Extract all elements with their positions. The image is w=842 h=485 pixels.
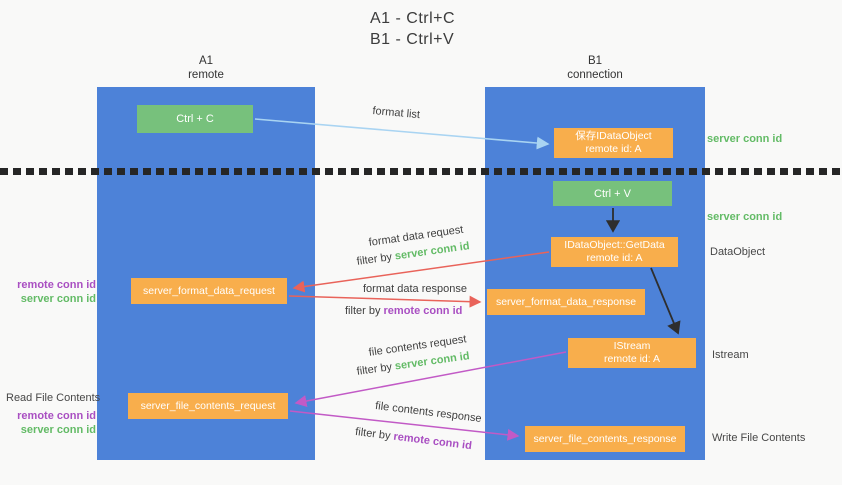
right-column-header: B1 connection	[485, 54, 705, 82]
server-conn-id-label-mid: server conn id	[707, 211, 783, 223]
remote-conn-id-label-1: remote conn id	[17, 279, 96, 291]
read-file-contents-label: Read File Contents	[6, 392, 101, 404]
arrow-format-data-response	[288, 295, 482, 308]
server-conn-id-label-2: server conn id	[20, 423, 96, 436]
diagram-title: A1 - Ctrl+C B1 - Ctrl+V	[370, 8, 455, 50]
save-dataobject-node: 保存IDataObject remote id: A	[554, 128, 673, 158]
filter-by-remote-conn-id-label-1: filter by remote conn id	[345, 305, 462, 317]
ctrl-v-label: Ctrl + V	[594, 187, 631, 200]
server-format-data-response-label: server_format_data_response	[495, 295, 637, 308]
arrow-format-list	[254, 118, 550, 150]
server-conn-id-label-1: server conn id	[20, 292, 96, 305]
left-conn-id-stack-2: remote conn id server conn id	[8, 410, 96, 437]
write-file-contents-label: Write File Contents	[712, 432, 806, 444]
remote-conn-id-label-2: remote conn id	[17, 410, 96, 422]
server-file-contents-response-label: server_file_contents_response	[533, 432, 677, 445]
server-format-data-response-node: server_format_data_response	[487, 289, 645, 315]
save-dataobject-line1: 保存IDataObject	[575, 130, 652, 142]
server-conn-id-label-top: server conn id	[707, 133, 783, 145]
format-data-response-label: format data response	[363, 283, 467, 295]
ctrl-c-label: Ctrl + C	[176, 113, 214, 125]
server-file-contents-request-node: server_file_contents_request	[128, 393, 288, 419]
left-column-header: A1 remote	[97, 54, 315, 82]
istream-node: IStream remote id: A	[568, 338, 696, 368]
getdata-line1: IDataObject::GetData	[564, 239, 665, 251]
title-line-1: A1 - Ctrl+C	[370, 10, 456, 27]
filter-value-2: remote conn id	[383, 305, 463, 317]
server-format-data-request-node: server_format_data_request	[131, 278, 287, 304]
server-file-contents-request-label: server_file_contents_request	[140, 399, 276, 412]
arrow-format-data-request	[292, 251, 550, 293]
arrow-getdata-to-istream	[650, 267, 681, 335]
phase-separator-dotted-line	[0, 168, 842, 175]
getdata-line2: remote id: A	[586, 252, 643, 264]
server-format-data-request-label: server_format_data_request	[143, 284, 275, 297]
filter-by-text-2: filter by	[345, 305, 384, 317]
ctrl-v-node: Ctrl + V	[553, 181, 672, 206]
server-file-contents-response-node: server_file_contents_response	[525, 426, 685, 452]
ctrl-c-node: Ctrl + C	[137, 105, 253, 133]
istream-line1: IStream	[613, 340, 651, 352]
save-dataobject-line2: remote id: A	[585, 143, 642, 155]
left-column-name: A1	[198, 55, 214, 67]
right-column-name: B1	[587, 55, 603, 67]
getdata-node: IDataObject::GetData remote id: A	[551, 237, 678, 267]
title-line-2: B1 - Ctrl+V	[370, 31, 455, 48]
arrow-file-contents-request	[294, 351, 567, 407]
istream-side-label: Istream	[712, 349, 749, 361]
istream-line2: remote id: A	[603, 353, 661, 365]
left-conn-id-stack-1: remote conn id server conn id	[8, 279, 96, 306]
right-column-subtitle: connection	[567, 69, 623, 81]
arrow-file-contents-response	[289, 410, 520, 441]
dataobject-label: DataObject	[710, 246, 766, 258]
left-column-subtitle: remote	[188, 69, 224, 81]
